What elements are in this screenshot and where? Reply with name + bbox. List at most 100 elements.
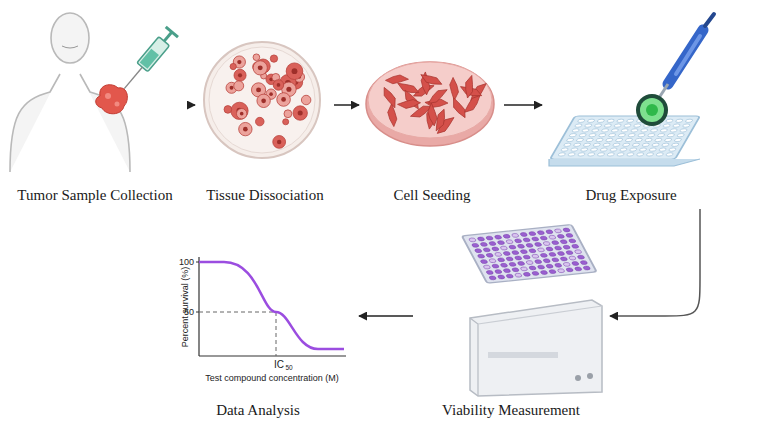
tissue-cell xyxy=(253,61,267,75)
plate-well xyxy=(609,148,618,151)
assay-well xyxy=(494,252,502,256)
stage-node: Viability Measurement xyxy=(415,228,607,422)
flow-arrow xyxy=(610,209,700,316)
stage-caption: Viability Measurement xyxy=(442,402,580,419)
plate-well xyxy=(573,143,582,146)
plate-well xyxy=(622,143,631,146)
assay-well xyxy=(548,252,556,256)
plate-well xyxy=(669,129,678,132)
well-plate xyxy=(550,116,700,159)
assay-well xyxy=(523,255,531,259)
plate-well xyxy=(567,153,576,156)
assay-well xyxy=(505,239,513,243)
axis-title: Test compound concentration (M) xyxy=(205,374,339,383)
plate-well xyxy=(606,153,615,156)
seeded-cell xyxy=(381,85,399,109)
plate-well xyxy=(672,124,681,127)
assay-well xyxy=(491,247,499,251)
assay-well xyxy=(562,245,570,249)
plate-well xyxy=(578,134,587,137)
axis-title: Percent survival (%) xyxy=(181,267,190,348)
plate-well xyxy=(577,119,586,122)
plate-well xyxy=(644,138,653,141)
assay-well xyxy=(534,259,542,263)
plate-well xyxy=(602,143,611,146)
plate-well xyxy=(623,124,632,127)
plate-well xyxy=(651,143,660,146)
flow-arrow xyxy=(359,315,413,317)
seeded-cell xyxy=(397,99,421,110)
seeded-cell xyxy=(449,96,468,120)
plate-well xyxy=(685,119,694,122)
plate-well xyxy=(612,143,621,146)
cell-nucleus xyxy=(237,60,241,64)
plate-well xyxy=(675,119,684,122)
assay-well xyxy=(568,256,576,260)
plate-well xyxy=(599,148,608,151)
assay-well xyxy=(551,258,559,262)
tissue-cell xyxy=(230,63,236,69)
assay-well xyxy=(503,268,511,272)
assay-well xyxy=(562,228,570,232)
flow-arrow xyxy=(187,104,195,106)
assay-well xyxy=(483,248,491,252)
cell-nucleus xyxy=(292,68,298,74)
plate-well xyxy=(574,124,583,127)
plate-well xyxy=(647,134,656,137)
plate-well xyxy=(587,119,596,122)
plate-well xyxy=(598,134,607,137)
plate-well xyxy=(577,153,586,156)
plate-well xyxy=(608,134,617,137)
flow-arrow xyxy=(334,104,359,106)
assay-well xyxy=(488,258,496,262)
assay-well xyxy=(545,264,553,268)
tissue-cell xyxy=(273,136,286,149)
assay-well xyxy=(531,254,539,258)
plate-well xyxy=(591,129,600,132)
stage-caption: Drug Exposure xyxy=(585,187,676,204)
assay-well xyxy=(557,268,565,272)
assay-well xyxy=(583,266,591,270)
plate-well xyxy=(640,129,649,132)
assay-well xyxy=(548,235,556,239)
stage-caption: Cell Seeding xyxy=(393,187,470,204)
tissue-cell xyxy=(231,102,248,119)
assay-well xyxy=(565,250,573,254)
assay-well xyxy=(525,260,533,264)
assay-well xyxy=(468,238,476,242)
stage-caption: Data Analysis xyxy=(216,402,300,419)
assay-well xyxy=(477,254,485,258)
assay-well xyxy=(571,261,579,265)
assay-well xyxy=(554,229,562,233)
plate-well xyxy=(667,134,676,137)
seeded-cell xyxy=(464,75,475,99)
assay-well xyxy=(540,253,548,257)
assay-well xyxy=(520,267,528,271)
assay-well xyxy=(506,274,514,278)
plate-well xyxy=(626,119,635,122)
tissue-cell xyxy=(284,110,292,118)
assay-well xyxy=(511,268,519,272)
plate-well xyxy=(646,153,655,156)
plate-well xyxy=(588,134,597,137)
assay-well xyxy=(488,241,496,245)
tumor xyxy=(96,85,128,114)
assay-well xyxy=(502,234,510,238)
assay-well xyxy=(514,256,522,260)
cell-nucleus xyxy=(298,111,303,116)
plate-well xyxy=(620,129,629,132)
assay-well xyxy=(480,259,488,263)
plate-well xyxy=(679,129,688,132)
plate-well xyxy=(671,143,680,146)
plate-well xyxy=(601,129,610,132)
assay-well xyxy=(505,257,513,261)
cell-nucleus xyxy=(261,98,266,103)
plate-well xyxy=(585,138,594,141)
assay-well xyxy=(485,236,493,240)
tissue-cell xyxy=(224,106,232,114)
assay-well xyxy=(494,269,502,273)
tissue-dish xyxy=(204,42,320,158)
assay-well xyxy=(500,263,508,267)
